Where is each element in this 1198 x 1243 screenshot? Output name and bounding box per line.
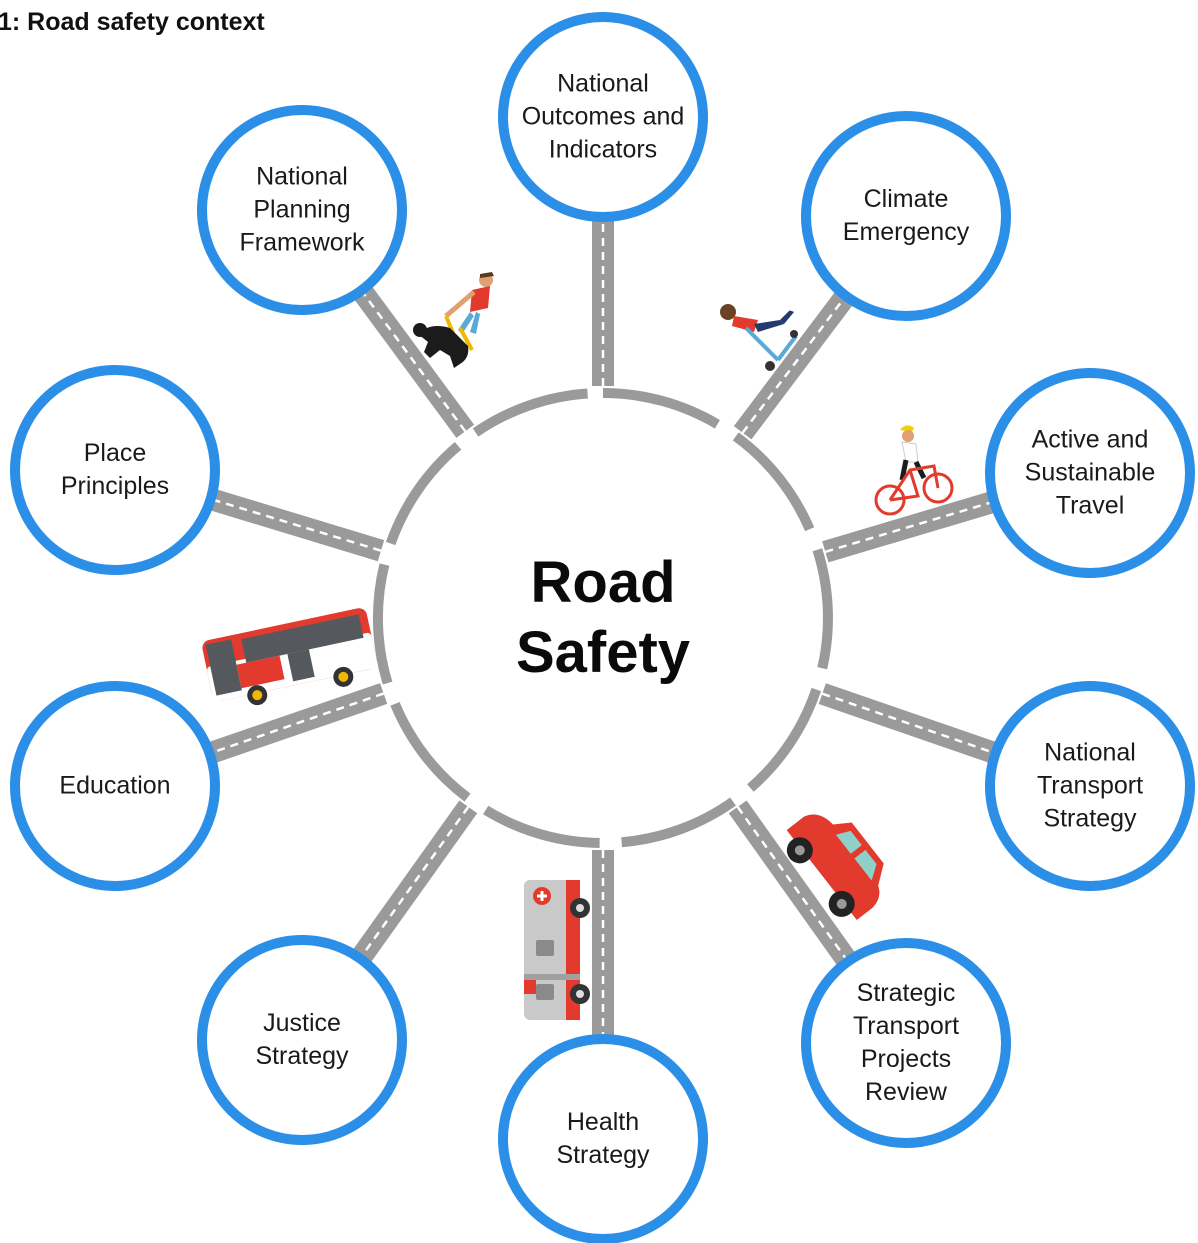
- node-label-line: Emergency: [842, 218, 970, 246]
- road-dash-national-planning-framework: [360, 289, 467, 433]
- scooter-rider-icon: [720, 304, 798, 371]
- node-label-line: Place: [83, 439, 147, 467]
- node-label-line: Sustainable: [1024, 458, 1156, 487]
- road-dash-education: [209, 692, 385, 755]
- figure-title: 1: Road safety context: [0, 8, 265, 36]
- node-label-line: National: [557, 69, 649, 98]
- node-circle-national-planning-framework: [197, 105, 407, 315]
- cyclist-icon: [874, 425, 954, 516]
- node-circle-strategic-transport-projects-review: [801, 938, 1011, 1148]
- road-dash-climate-emergency: [741, 295, 847, 434]
- road-dash-justice-strategy: [359, 806, 470, 960]
- center-label: Road Safety: [516, 548, 690, 688]
- road-dash-national-transport-strategy: [821, 692, 996, 755]
- node-label-line: Strategic: [856, 979, 956, 1007]
- node-label-line: Strategy: [556, 1141, 650, 1169]
- node-label-education: Education: [20, 770, 210, 803]
- node-label-line: Review: [865, 1078, 947, 1106]
- node-label-line: Planning: [253, 195, 351, 224]
- node-label-line: Indicators: [548, 135, 658, 164]
- center-label-line1: Road: [530, 550, 676, 615]
- bus-icon: [202, 608, 378, 706]
- road-dash-place-principles: [210, 497, 382, 552]
- node-label-line: Outcomes and: [521, 102, 685, 131]
- node-circle-place-principles: [10, 365, 220, 575]
- node-label-line: National: [1044, 738, 1136, 767]
- node-label-line: Framework: [239, 228, 365, 257]
- roads: [205, 217, 1000, 1039]
- node-label-line: Transport: [852, 1012, 960, 1040]
- node-circle-justice-strategy: [197, 935, 407, 1145]
- road-dash-active-travel: [824, 500, 995, 553]
- node-label-line: Active and: [1031, 425, 1149, 454]
- node-label-line: Travel: [1055, 491, 1125, 520]
- central-ring: [373, 388, 833, 848]
- node-label-line: Health: [566, 1108, 640, 1136]
- car-icon: [786, 814, 884, 921]
- node-circle-education: [10, 681, 220, 891]
- node-circle-health-strategy: [498, 1034, 708, 1243]
- node-circle-national-outcomes: [498, 12, 708, 222]
- road-dash-strategic-transport-projects-review: [736, 806, 849, 963]
- node-circle-active-travel: [985, 368, 1195, 578]
- ambulance-icon: [524, 880, 590, 1020]
- node-circle-national-transport-strategy: [985, 681, 1195, 891]
- node-circle-climate-emergency: [801, 111, 1011, 321]
- node-label-line: Strategy: [255, 1042, 349, 1070]
- node-label-line: Projects: [860, 1045, 952, 1073]
- center-label-line2: Safety: [515, 620, 691, 685]
- node-label-line: Climate: [863, 185, 949, 213]
- node-circles: [10, 12, 1195, 1243]
- node-label-line: National: [256, 162, 348, 191]
- dog-walker-icon: [413, 272, 494, 368]
- node-label-line: Education: [59, 771, 171, 800]
- node-label-line: Justice: [263, 1009, 341, 1037]
- node-label-line: Strategy: [1043, 804, 1137, 833]
- node-label-line: Transport: [1036, 771, 1144, 800]
- node-label-line: Principles: [60, 472, 170, 500]
